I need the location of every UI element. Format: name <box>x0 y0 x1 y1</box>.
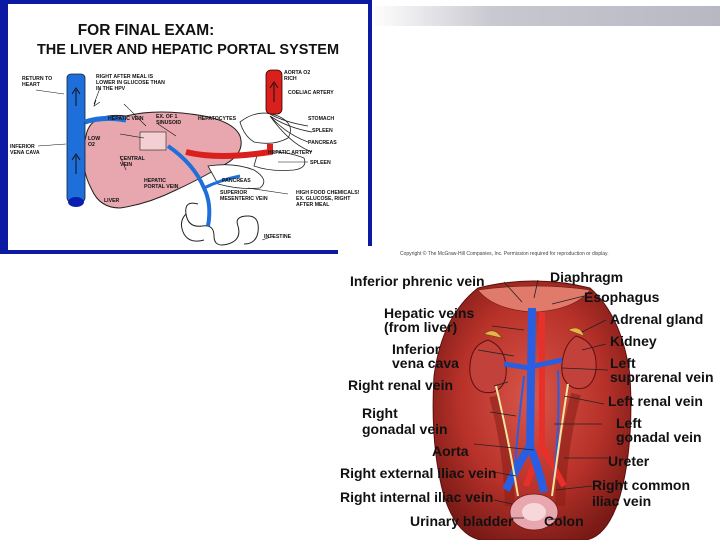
label-hepatic-vein: HEPATIC VEIN <box>108 116 144 122</box>
label-adrenal-gland: Adrenal gland <box>610 312 703 327</box>
label-aorta-o2-rich: AORTA O2 RICH <box>284 70 324 82</box>
liver-diagram-art <box>8 4 368 250</box>
label-right-renal-vein: Right renal vein <box>348 378 453 393</box>
label-right-gonadal-1: Right <box>362 406 398 421</box>
label-esophagus: Esophagus <box>584 290 659 305</box>
label-pancreas-lower: PANCREAS <box>222 178 251 184</box>
liver-portal-diagram: FOR FINAL EXAM: THE LIVER AND HEPATIC PO… <box>8 4 368 250</box>
label-ureter: Ureter <box>608 454 649 469</box>
label-return-to-heart: RETURN TO HEART <box>22 76 60 88</box>
liver-shape <box>83 112 241 208</box>
label-right-after-meal: RIGHT AFTER MEAL IS LOWER IN GLUCOSE THA… <box>96 74 170 92</box>
label-diaphragm: Diaphragm <box>550 270 623 285</box>
liver-diagram-title-line1: FOR FINAL EXAM: <box>8 22 326 40</box>
label-right-common-iliac-2: iliac vein <box>592 494 651 509</box>
liver-diagram-title-line2: THE LIVER AND HEPATIC PORTAL SYSTEM <box>8 42 368 58</box>
label-urinary-bladder: Urinary bladder <box>410 514 513 529</box>
label-central-vein: CENTRAL VEIN <box>120 156 146 168</box>
label-spleen-upper: SPLEEN <box>312 128 333 134</box>
label-hepatic-portal-vein: HEPATIC PORTAL VEIN <box>144 178 184 190</box>
label-right-common-iliac-1: Right common <box>592 478 690 493</box>
label-inferior-vena-cava: INFERIOR VENA CAVA <box>10 144 40 156</box>
label-inferior-phrenic-vein: Inferior phrenic vein <box>350 274 485 289</box>
label-spleen-lower: SPLEEN <box>310 160 331 166</box>
label-right-internal-iliac: Right internal iliac vein <box>340 490 493 505</box>
label-stomach: STOMACH <box>308 116 334 122</box>
label-left-suprarenal-2: suprarenal vein <box>610 370 714 385</box>
label-pancreas-upper: PANCREAS <box>308 140 337 146</box>
copyright-notice: Copyright © The McGraw-Hill Companies, I… <box>400 251 609 257</box>
label-aorta: Aorta <box>432 444 469 459</box>
label-colon: Colon <box>544 514 584 529</box>
label-intestine: INTESTINE <box>264 234 291 240</box>
abdominal-veins-diagram: Copyright © The McGraw-Hill Companies, I… <box>338 246 720 540</box>
title-bar-gradient <box>370 6 720 26</box>
liver-slide-frame: FOR FINAL EXAM: THE LIVER AND HEPATIC PO… <box>0 0 372 254</box>
intestine-shape <box>181 203 258 245</box>
label-hepatic-veins-2: (from liver) <box>384 320 457 335</box>
label-coeliac-artery: COELIAC ARTERY <box>288 90 334 96</box>
label-inferior-vc-2: vena cava <box>392 356 459 371</box>
label-high-food-chemicals: HIGH FOOD CHEMICALS! EX. GLUCOSE, RIGHT … <box>296 190 366 208</box>
label-low-o2: LOW O2 <box>88 136 104 148</box>
label-hepatic-artery: HEPATIC ARTERY <box>268 150 312 156</box>
label-ex-of-1-sinusoid: EX. OF 1 SINUSOID <box>156 114 184 126</box>
label-left-renal-vein: Left renal vein <box>608 394 703 409</box>
label-hepatocytes: HEPATOCYTES <box>198 116 236 122</box>
label-left-gonadal-2: gonadal vein <box>616 430 702 445</box>
label-superior-mesenteric-vein: SUPERIOR MESENTERIC VEIN <box>220 190 274 202</box>
label-right-gonadal-2: gonadal vein <box>362 422 448 437</box>
label-liver: LIVER <box>104 198 119 204</box>
label-kidney: Kidney <box>610 334 657 349</box>
label-right-external-iliac: Right external iliac vein <box>340 466 496 481</box>
